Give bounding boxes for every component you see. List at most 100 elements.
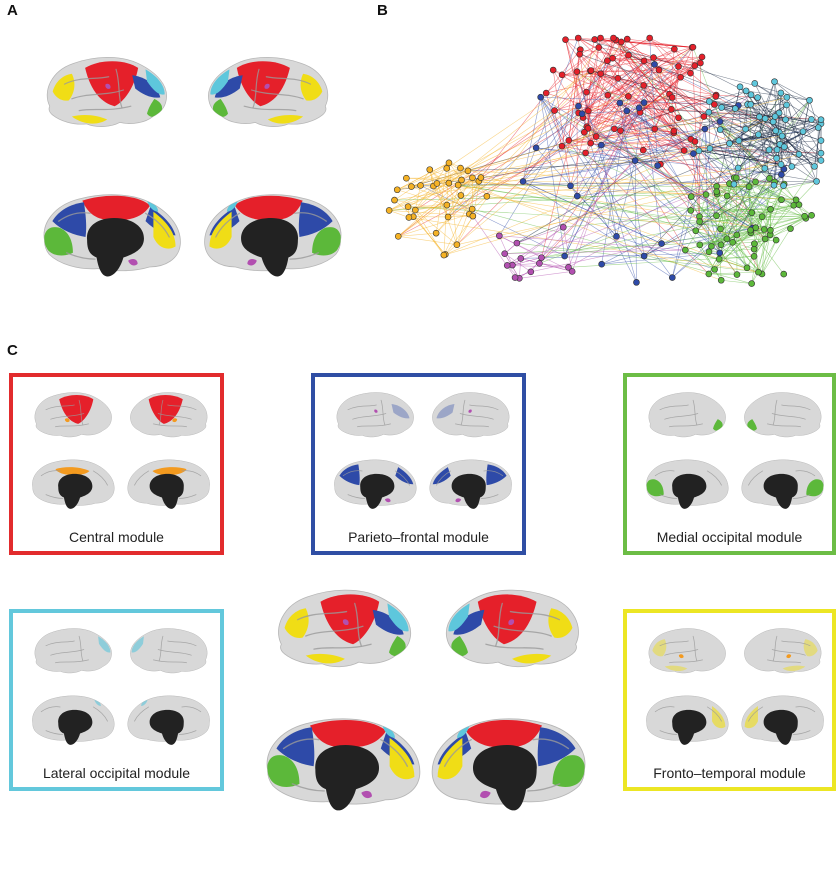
network-node [670, 127, 678, 135]
brain-lateral-view [208, 57, 329, 127]
network-node [730, 180, 738, 188]
brain-medial-view [741, 459, 824, 509]
network-node [775, 109, 783, 117]
network-node [780, 143, 788, 151]
network-node [817, 137, 825, 144]
brain-lateral-view [336, 392, 414, 438]
network-node [549, 66, 557, 74]
panel-label-a: A [7, 2, 18, 19]
network-node [592, 133, 600, 140]
network-node [404, 203, 412, 211]
network-node [457, 192, 465, 199]
network-node [440, 251, 448, 259]
network-node [640, 99, 648, 106]
network-node [695, 147, 703, 155]
network-node [689, 43, 697, 51]
network-node [745, 183, 753, 191]
network-node [454, 181, 462, 189]
network-node [597, 70, 604, 77]
network-node [817, 157, 825, 164]
network-node [574, 34, 582, 42]
network-node [457, 164, 464, 172]
network-node [655, 66, 663, 74]
network-node [567, 182, 574, 190]
network-node [668, 94, 676, 101]
network-node [468, 205, 476, 213]
network-node [687, 207, 695, 214]
brain-lateral-view [46, 57, 167, 127]
network-node [393, 186, 401, 194]
network-node [565, 137, 573, 144]
network-node [813, 178, 820, 185]
panel-a-brains [30, 30, 350, 320]
network-node [517, 255, 525, 262]
network-node [755, 131, 762, 138]
brain-medial-view [741, 695, 824, 745]
module-label-fronto-temporal: Fronto–temporal module [653, 765, 806, 781]
network-node [716, 126, 724, 133]
brain-medial-view [32, 459, 115, 509]
brain-lateral-view [648, 392, 726, 438]
network-node [584, 107, 592, 115]
network-node [733, 271, 741, 278]
network-node [792, 196, 800, 204]
network-node [469, 174, 476, 182]
network-node [573, 192, 581, 200]
network-node [464, 167, 472, 175]
network-node [806, 96, 813, 104]
network-node [815, 124, 822, 131]
network-node [483, 193, 491, 200]
brain-lateral-view [445, 589, 579, 668]
network-node [405, 214, 413, 221]
brain-lateral-view [744, 392, 822, 438]
network-node [412, 206, 419, 214]
network-node [611, 125, 618, 133]
network-node [765, 146, 773, 154]
network-node [758, 213, 766, 221]
module-brains-parieto-frontal [323, 383, 523, 523]
network-node [808, 116, 815, 123]
network-node [675, 114, 682, 122]
network-node [687, 193, 695, 200]
network-node [680, 147, 688, 154]
network-node [690, 150, 697, 157]
network-node [761, 235, 769, 243]
network-node [708, 242, 715, 250]
network-node [780, 270, 788, 278]
network-node [538, 254, 545, 261]
network-node [575, 102, 582, 110]
network-node [536, 259, 543, 267]
network-node [385, 207, 393, 214]
network-node [705, 108, 713, 116]
brain-lateral-view [432, 392, 510, 438]
network-node [433, 180, 441, 187]
brain-medial-view [32, 695, 115, 745]
network-node [717, 241, 725, 249]
network-node [755, 268, 762, 276]
network-node [444, 213, 452, 221]
network-node [496, 232, 503, 240]
network-node [787, 225, 794, 232]
network-node [718, 104, 725, 111]
network-node [542, 89, 550, 97]
network-node [747, 101, 754, 108]
network-node [650, 54, 657, 61]
brain-medial-view [127, 695, 210, 745]
network-node [783, 101, 790, 109]
network-node [742, 125, 749, 133]
module-brains-fronto-temporal [635, 619, 835, 759]
network-node [748, 280, 755, 287]
network-node [443, 201, 451, 209]
network-node [692, 227, 700, 235]
network-node [717, 276, 725, 284]
network-node [604, 91, 612, 99]
network-node [751, 240, 758, 248]
brain-lateral-view [278, 589, 412, 668]
network-node [610, 34, 617, 42]
network-node [780, 182, 787, 189]
network-node [654, 162, 661, 169]
network-node [783, 93, 791, 101]
network-node [778, 171, 785, 178]
network-node [778, 196, 785, 204]
network-node [687, 69, 694, 77]
